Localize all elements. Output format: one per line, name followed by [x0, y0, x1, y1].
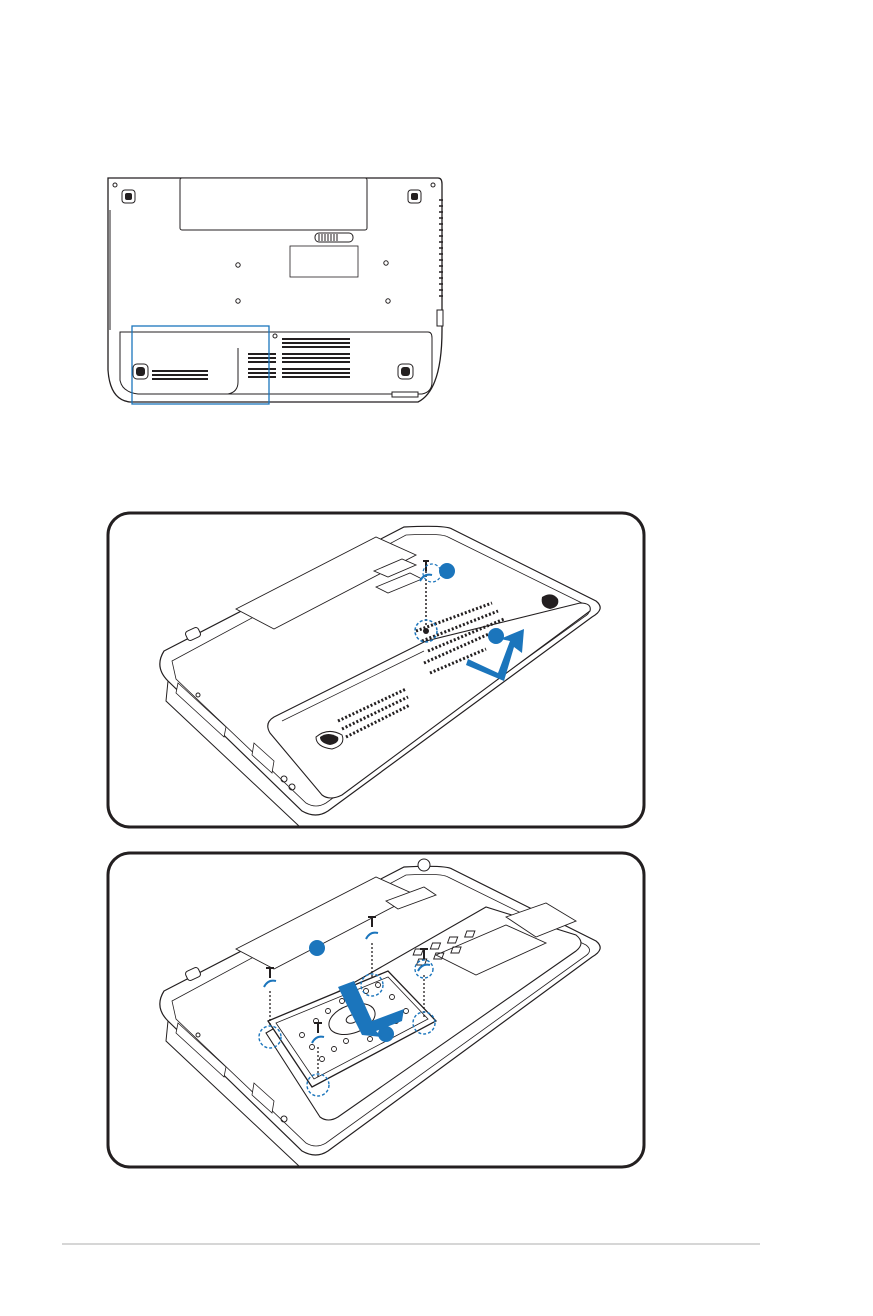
step-2-badge — [488, 628, 504, 644]
step-panel-remove-hdd — [106, 851, 646, 1169]
footer-divider — [62, 1243, 760, 1245]
remove-cover-illustration — [106, 511, 646, 829]
step-3-badge — [309, 940, 325, 956]
step-4-badge — [378, 1026, 394, 1042]
step-panel-remove-cover — [106, 511, 646, 829]
remove-hdd-illustration — [106, 851, 646, 1169]
laptop-bottom-overview-figure — [100, 170, 450, 410]
laptop-bottom-illustration — [107, 177, 444, 405]
step-1-badge — [439, 563, 455, 579]
lift-arrow-icon — [466, 629, 524, 681]
hdd-compartment-highlight — [131, 325, 270, 405]
slide-out-arrow-icon — [338, 981, 404, 1037]
